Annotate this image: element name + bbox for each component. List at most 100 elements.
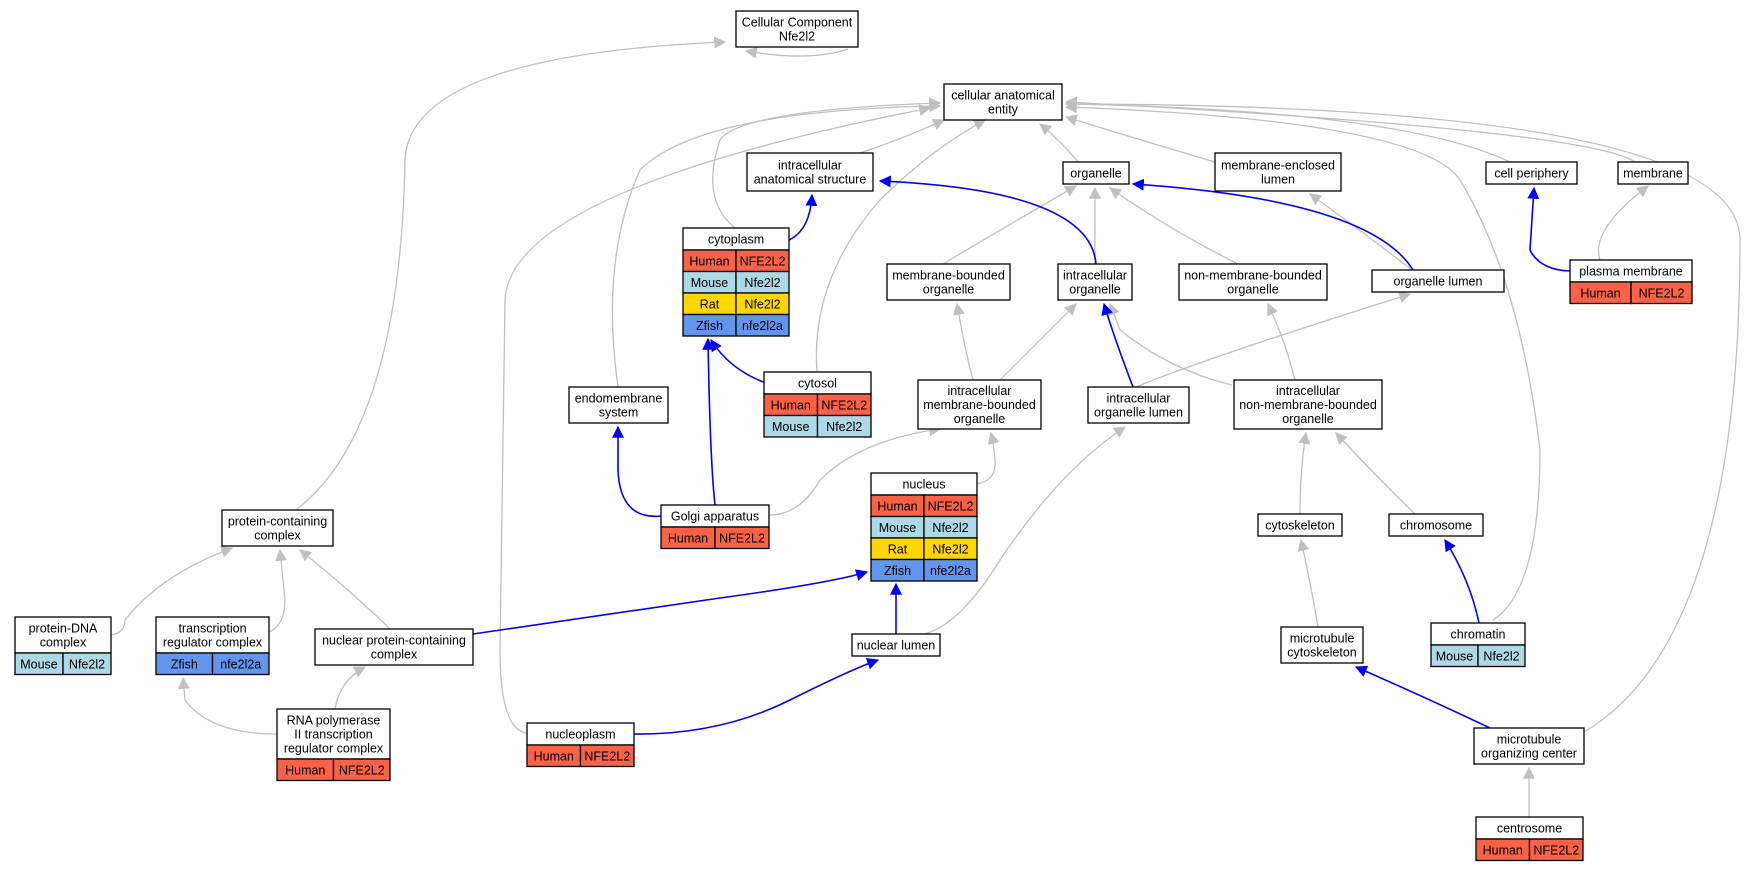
- species-label: Human: [285, 763, 325, 777]
- edge-golgi-cytoplasm: [702, 337, 716, 506]
- gene-label: NFE2L2: [928, 499, 974, 513]
- node-membrane[interactable]: membrane: [1617, 161, 1689, 185]
- edge-pm-membrane: [1598, 185, 1649, 261]
- gene-label: nfe2l2a: [742, 319, 783, 333]
- node-box: [1057, 263, 1133, 301]
- node-box: [1257, 513, 1343, 537]
- species-label: Human: [1483, 843, 1523, 857]
- edge-layer: [110, 36, 1741, 817]
- edge-nlumen-iol: [923, 426, 1127, 635]
- node-box: [1087, 386, 1190, 424]
- node-label: Golgi apparatus: [671, 510, 759, 524]
- species-label: Human: [771, 398, 811, 412]
- gene-cell: [1630, 281, 1693, 305]
- node-label: microtubule: [1290, 632, 1355, 646]
- node-label: organelle: [954, 412, 1005, 426]
- gene-label: NFE2L2: [584, 749, 630, 763]
- node-olumen[interactable]: organelle lumen: [1371, 269, 1505, 293]
- gene-label: NFE2L2: [339, 763, 385, 777]
- edge-olumen-organelle: [1131, 178, 1414, 271]
- node-label: regulator complex: [163, 636, 263, 650]
- edge-imbo-io: [999, 303, 1077, 381]
- node-box: [314, 628, 474, 666]
- node-cytoskel[interactable]: cytoskeleton: [1257, 513, 1343, 537]
- species-label: Mouse: [772, 420, 810, 434]
- edge-iol-olumen: [1135, 291, 1412, 388]
- edge-rnapol-trc: [178, 676, 278, 735]
- node-box: [1233, 379, 1383, 430]
- edge-iol-io: [1101, 302, 1134, 388]
- node-label: microtubule: [1497, 733, 1562, 747]
- gene-label: Nfe2l2: [69, 657, 105, 671]
- node-box: [1214, 152, 1342, 192]
- node-label: organelle: [1069, 283, 1120, 297]
- edge-trc-pcc: [268, 548, 288, 633]
- edge-endo-cae: [611, 100, 942, 388]
- node-box: [1485, 161, 1578, 185]
- edge-cytosol-cae: [815, 119, 987, 373]
- node-label: cytoplasm: [708, 233, 764, 247]
- node-nlumen[interactable]: nuclear lumen: [851, 633, 941, 657]
- node-label: cytosol: [798, 377, 837, 391]
- node-label: organelle: [1070, 167, 1121, 181]
- edge-cae-root: [744, 46, 849, 59]
- gene-cell: [923, 558, 978, 582]
- node-box: [943, 83, 1063, 121]
- node-label: protein-containing: [228, 515, 327, 529]
- node-label: organelle: [923, 283, 974, 297]
- node-label: nuclear lumen: [857, 639, 936, 653]
- edge-mbo-organelle: [942, 185, 1078, 265]
- gene-label: NFE2L2: [740, 254, 786, 268]
- species-label: Mouse: [691, 276, 729, 290]
- edge-nucleus-imbo: [976, 431, 1000, 485]
- node-label: protein-DNA: [29, 622, 98, 636]
- node-label: cytoskeleton: [1265, 519, 1335, 533]
- node-label: nuclear protein-containing: [322, 634, 466, 648]
- node-label: chromosome: [1400, 519, 1472, 533]
- node-label: cellular anatomical: [951, 89, 1055, 103]
- node-cellper[interactable]: cell periphery: [1485, 161, 1578, 185]
- node-label: organelle lumen: [1094, 406, 1183, 420]
- edge-nmbo-organelle: [1109, 187, 1239, 265]
- node-label: system: [599, 406, 639, 420]
- gene-cell: [211, 652, 270, 676]
- edge-pm-cellper: [1527, 186, 1571, 272]
- node-label: intracellular: [1276, 384, 1340, 398]
- node-box: [735, 10, 859, 48]
- node-box: [1473, 727, 1585, 765]
- edge-pdna-pcc: [110, 546, 234, 636]
- edge-inmbo-io: [1108, 302, 1233, 386]
- node-label: complex: [254, 529, 301, 543]
- node-inmbo[interactable]: intracellularnon-membrane-boundedorganel…: [1233, 379, 1383, 430]
- gene-cell: [579, 744, 635, 768]
- node-organelle[interactable]: organelle: [1062, 161, 1130, 185]
- edge-cytoplasm-cae: [712, 97, 942, 229]
- node-chromosome[interactable]: chromosome: [1388, 513, 1484, 537]
- edge-inmbo-nmbo: [1267, 302, 1296, 381]
